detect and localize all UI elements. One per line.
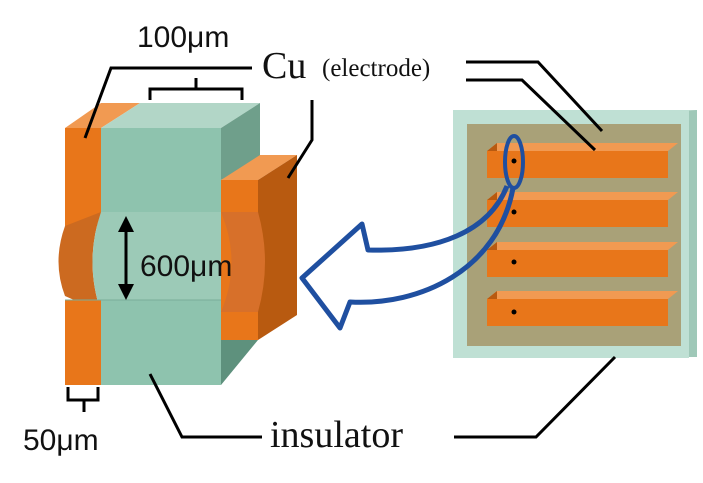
cu-label: Cu bbox=[262, 45, 306, 87]
cu-right-top bbox=[221, 155, 297, 180]
insulator-upper-side bbox=[221, 103, 260, 180]
selection-ring-icon bbox=[503, 134, 525, 190]
width-bottom-label: 50μm bbox=[23, 424, 99, 457]
cu-leader-lines bbox=[83, 60, 604, 179]
insulator-lower-side bbox=[221, 340, 258, 385]
double-headed-arrow-icon bbox=[118, 216, 134, 300]
cu-left-top-face bbox=[65, 103, 140, 128]
board-electrode-4 bbox=[487, 291, 678, 326]
board-electrode-1 bbox=[487, 143, 678, 178]
insulator-leader-lines bbox=[148, 355, 617, 439]
width-bottom-bracket bbox=[66, 387, 100, 412]
hole-height-label: 600μm bbox=[140, 250, 232, 283]
width-top-bracket bbox=[148, 78, 244, 100]
cu-note: (electrode) bbox=[322, 55, 430, 82]
cross-section-block bbox=[58, 103, 297, 385]
cu-left-upper-front bbox=[65, 128, 101, 226]
insulator-top-face bbox=[101, 103, 260, 128]
width-top-label: 100μm bbox=[137, 21, 229, 54]
hole-right-wall bbox=[221, 212, 265, 312]
insulator-upper-front bbox=[101, 128, 221, 226]
hole-left-wall bbox=[58, 212, 101, 312]
insulator-lower-front bbox=[101, 300, 221, 385]
board-electrode-3 bbox=[487, 242, 678, 277]
cu-right-side bbox=[258, 155, 297, 340]
cu-left-lower-front bbox=[65, 300, 101, 385]
zoom-arrow-icon bbox=[299, 185, 516, 331]
board-electrode-2 bbox=[487, 192, 678, 227]
electrode-board bbox=[453, 110, 697, 358]
insulator-label: insulator bbox=[270, 414, 403, 456]
